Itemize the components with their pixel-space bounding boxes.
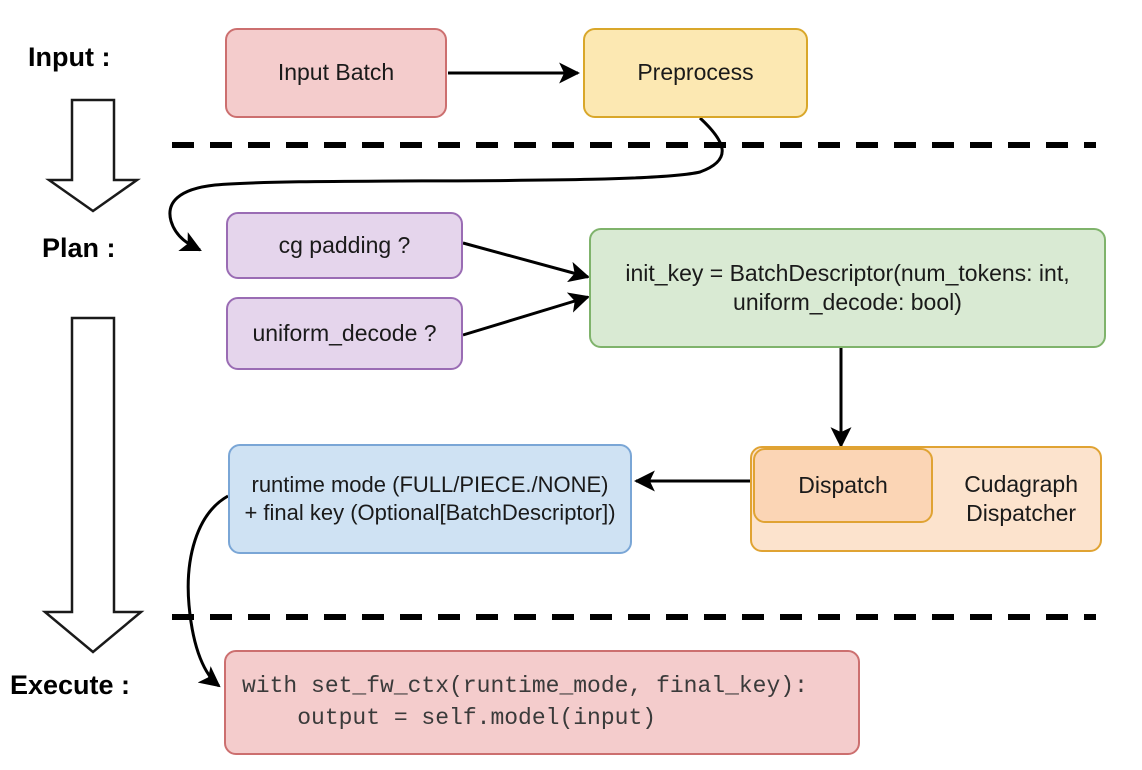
node-uniform-decode[interactable]: uniform_decode ?: [226, 297, 463, 370]
node-runtime-mode-label: runtime mode (FULL/PIECE./NONE) + final …: [244, 471, 616, 525]
node-runtime-mode[interactable]: runtime mode (FULL/PIECE./NONE) + final …: [228, 444, 632, 554]
node-execute-code-label: with set_fw_ctx(runtime_mode, final_key)…: [242, 673, 808, 731]
stage-label-input: Input :: [28, 42, 111, 72]
node-cg-padding-label: cg padding ?: [278, 231, 411, 258]
node-uniform-decode-label: uniform_decode ?: [252, 319, 437, 346]
node-preprocess-label: Preprocess: [637, 59, 754, 86]
stage-label-plan: Plan :: [42, 233, 116, 263]
edge-cg-padding-to-init-key: [462, 241, 591, 283]
edge-uniform-decode-to-init-key: [462, 292, 591, 337]
plan-to-execute-block-arrow: [41, 316, 145, 654]
node-cudagraph-dispatcher-label: Cudagraph Dispatcher: [964, 470, 1078, 526]
node-init-key[interactable]: init_key = BatchDescriptor(num_tokens: i…: [589, 228, 1106, 348]
node-input-batch[interactable]: Input Batch: [225, 28, 447, 118]
node-dispatch-label: Dispatch: [798, 471, 888, 498]
node-dispatch[interactable]: Dispatch: [753, 448, 933, 523]
node-preprocess[interactable]: Preprocess: [583, 28, 808, 118]
input-to-plan-block-arrow: [45, 98, 141, 213]
stage-label-execute: Execute :: [10, 670, 131, 700]
edge-runtime-mode-to-execute-code: [186, 494, 229, 688]
node-cg-padding[interactable]: cg padding ?: [226, 212, 463, 279]
node-init-key-label: init_key = BatchDescriptor(num_tokens: i…: [625, 259, 1070, 315]
node-input-batch-label: Input Batch: [277, 59, 395, 86]
node-execute-code[interactable]: with set_fw_ctx(runtime_mode, final_key)…: [224, 650, 860, 755]
